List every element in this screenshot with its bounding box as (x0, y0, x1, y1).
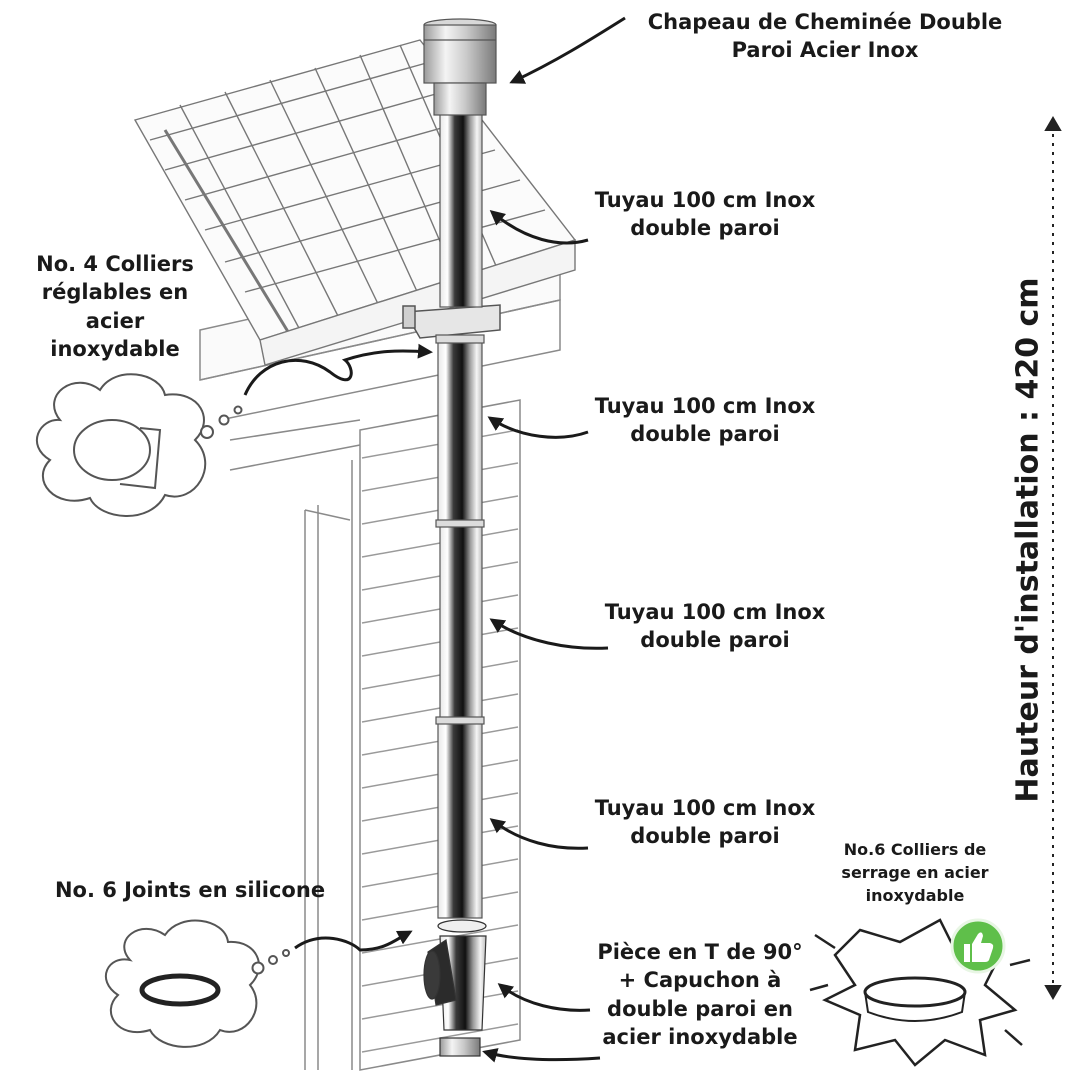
clamp-collar-icon (863, 976, 967, 1022)
chimney-pipe (435, 111, 485, 919)
siding-line (361, 990, 519, 1020)
collar-ring-icon (73, 419, 162, 490)
tee-piece-icon (423, 919, 487, 1057)
pointer-arrows (243, 16, 626, 1063)
collars-4-label: No. 4 Colliers réglables en acier inoxyd… (20, 250, 210, 363)
joint-cloud (105, 919, 260, 1048)
tee-label: Pièce en T de 90° + Capuchon à double pa… (580, 938, 820, 1051)
chimney-cap-icon (423, 18, 497, 116)
collars-6-label-line-1: No.6 Colliers de (843, 840, 987, 859)
silicone-joint-icon (139, 973, 221, 1007)
pipe-4-label: Tuyau 100 cm Inox double paroi (585, 794, 825, 851)
pipe-1-label-line-2: double paroi (630, 216, 780, 241)
tee-label-line-2: + Capuchon à (618, 968, 782, 993)
pipe-2-label-line-2: double paroi (630, 422, 780, 447)
pipe-2-label: Tuyau 100 cm Inox double paroi (585, 392, 825, 449)
arrow-cap (509, 16, 626, 84)
arrow-collars-4 (243, 343, 433, 396)
installation-height-text: Hauteur d'installation : 420 cm (1010, 277, 1046, 803)
pipe-3-label-line-1: Tuyau 100 cm Inox (604, 600, 826, 624)
arrow-cap-bottom (482, 1048, 601, 1063)
cap-label: Chapeau de Cheminée Double Paroi Acier I… (630, 8, 1020, 65)
tee-label-line-3: double paroi en (607, 996, 793, 1021)
thumbs-up-icon (950, 918, 1006, 974)
thought-dots-bottom (251, 949, 290, 975)
arrow-pipe-3 (489, 618, 609, 650)
arrow-pipe-1 (489, 210, 589, 245)
arrow-pipe-2 (487, 416, 589, 439)
tee-label-line-1: Pièce en T de 90° (597, 940, 803, 964)
collars-4-label-line-1: No. 4 Colliers (36, 252, 194, 276)
height-dimension-line (1044, 116, 1062, 1000)
collars-6-label-line-3: inoxydable (865, 886, 965, 906)
arrow-pipe-4 (489, 818, 589, 850)
joints-label: No. 6 Joints en silicone (40, 876, 340, 904)
arrow-tee (497, 983, 591, 1012)
pipe-2-label-line-1: Tuyau 100 cm Inox (594, 394, 816, 418)
collars-4-label-line-2: réglables en (41, 280, 189, 305)
arrow-joints (294, 930, 413, 952)
collars-4-label-line-4: inoxydable (50, 337, 180, 362)
collar-cloud (36, 373, 207, 517)
pipe-1-label: Tuyau 100 cm Inox double paroi (585, 186, 825, 243)
collars-4-label-line-3: acier (85, 308, 145, 333)
joints-label-line-1: No. 6 Joints en silicone (54, 878, 326, 902)
pipe-1-label-line-1: Tuyau 100 cm Inox (594, 188, 816, 212)
pipe-3-label: Tuyau 100 cm Inox double paroi (595, 598, 835, 655)
pipe-3-label-line-2: double paroi (640, 628, 790, 653)
pipe-4-label-line-2: double paroi (630, 824, 780, 849)
pipe-4-label-line-1: Tuyau 100 cm Inox (594, 796, 816, 820)
collars-6-label-line-2: serrage en acier (841, 863, 989, 883)
thought-dots-left (200, 405, 243, 439)
collars-6-label: No.6 Colliers de serrage en acier inoxyd… (820, 838, 1010, 908)
cap-label-line-1: Chapeau de Cheminée Double (647, 10, 1003, 34)
tee-label-line-4: acier inoxydable (602, 1025, 798, 1050)
cap-label-line-2: Paroi Acier Inox (731, 38, 919, 63)
